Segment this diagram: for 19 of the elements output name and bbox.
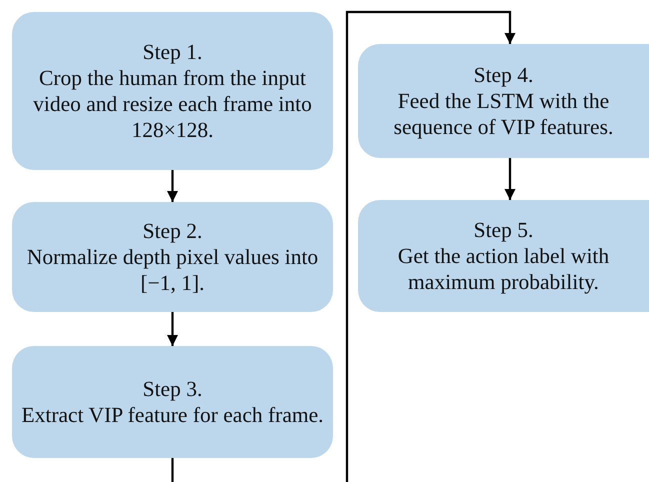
step-description: Crop the human from the input video and resize each frame into 128×128. xyxy=(32,65,313,143)
step-heading: Step 4. xyxy=(474,62,534,88)
arrow xyxy=(167,170,178,202)
step-description: Extract VIP feature for each frame. xyxy=(21,402,324,428)
process-box xyxy=(12,346,333,458)
step-heading: Step 5. xyxy=(474,217,534,243)
step-heading: Step 1. xyxy=(142,39,202,65)
step-description: Normalize depth pixel values into [−1, 1]. xyxy=(26,244,320,296)
step-description: Feed the LSTM with the sequence of VIP features. xyxy=(392,88,614,140)
step-heading: Step 2. xyxy=(142,218,202,244)
arrow xyxy=(167,312,178,346)
arrow xyxy=(171,10,516,482)
step-description: Get the action label with maximum probability. xyxy=(396,243,610,295)
process-box xyxy=(12,202,333,312)
step-heading: Step 3. xyxy=(142,376,202,402)
process-box xyxy=(358,44,649,158)
process-box xyxy=(12,12,333,170)
arrow xyxy=(504,158,516,200)
process-box xyxy=(358,200,649,312)
